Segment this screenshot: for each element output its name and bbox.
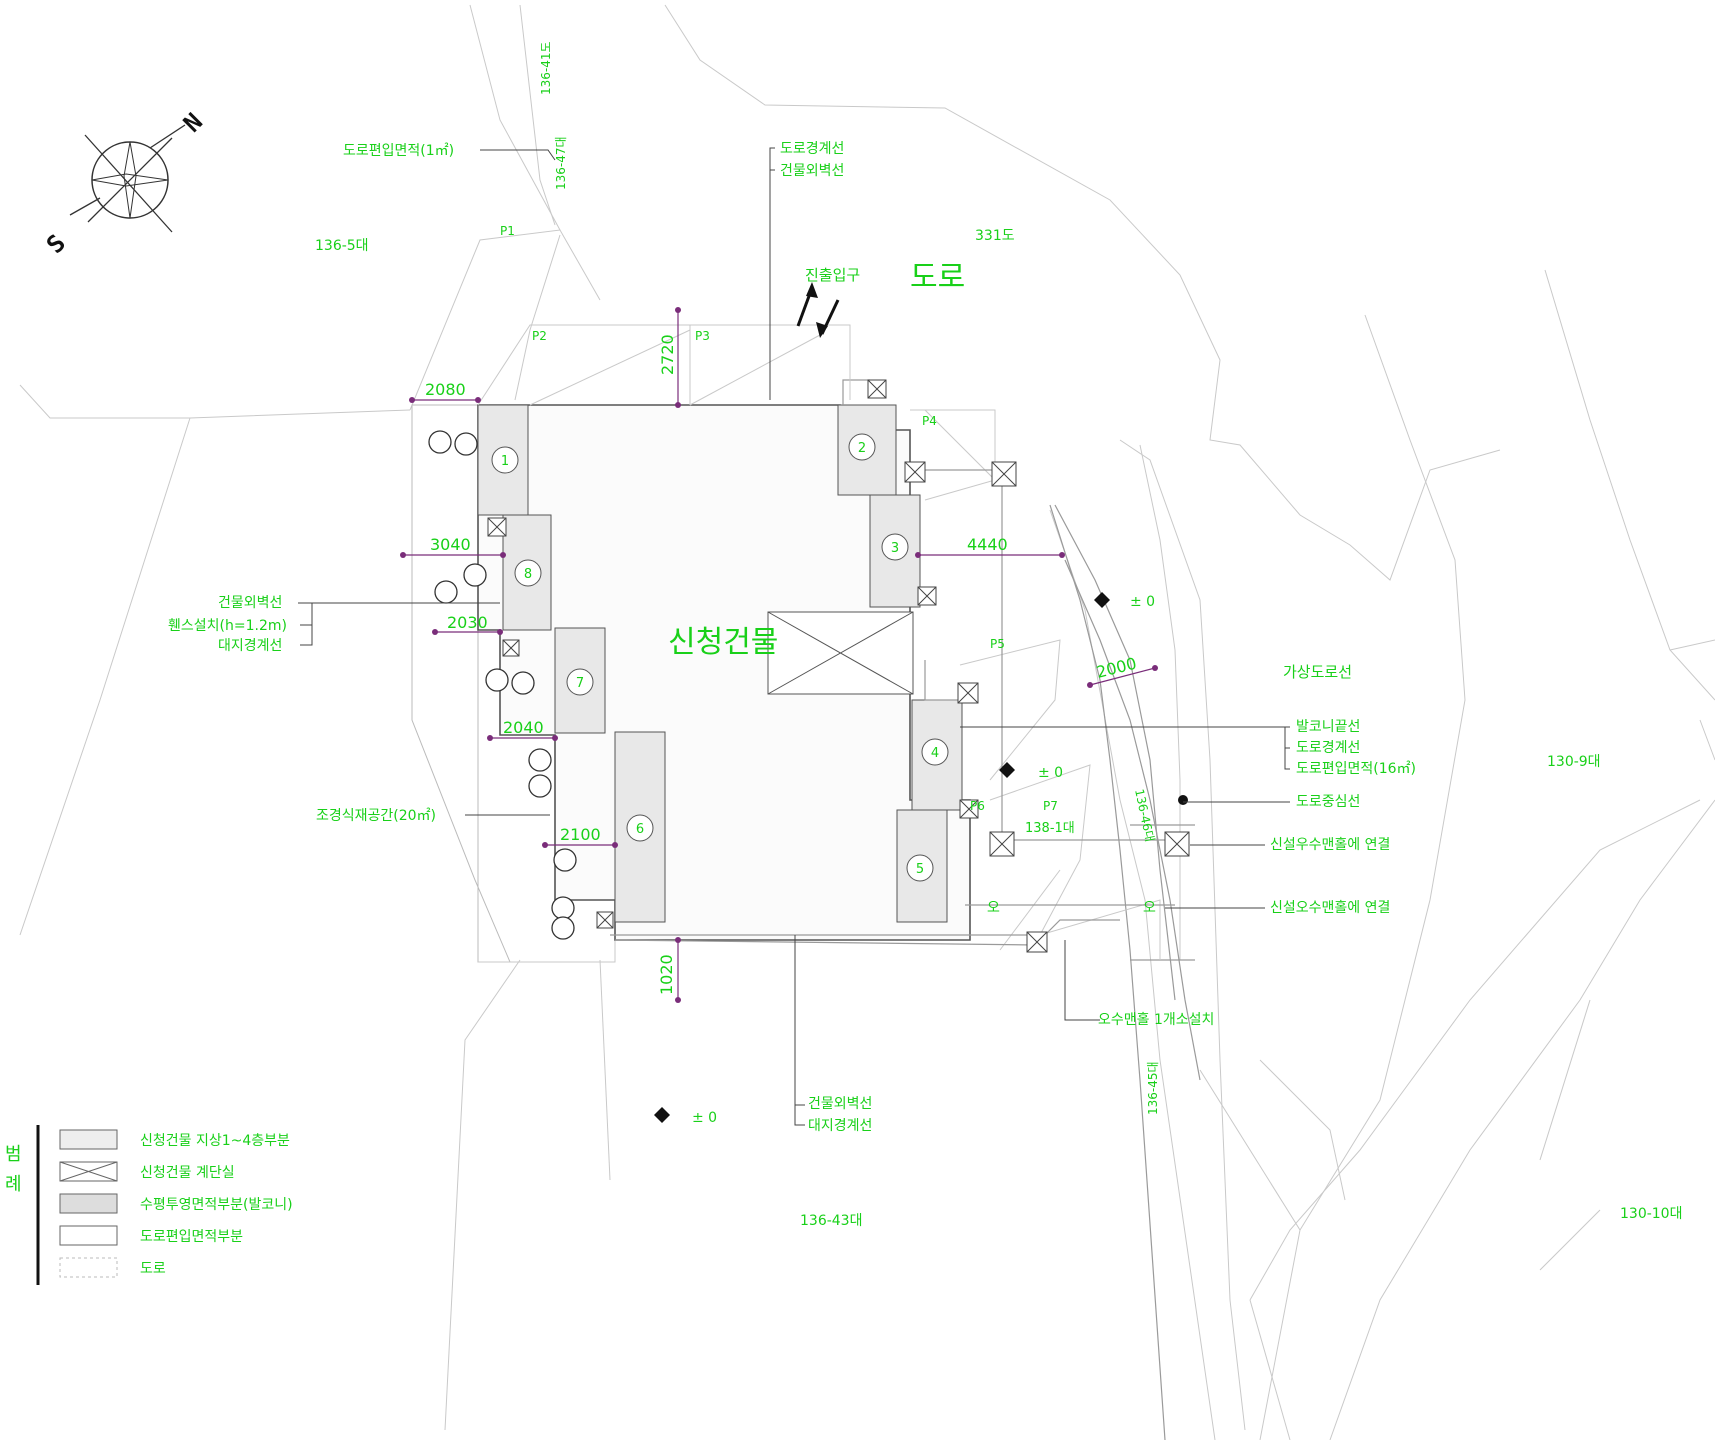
road-inclusion-label: 도로편입면적(16㎡): [1296, 761, 1416, 777]
road-lines: [1049, 504, 1201, 1440]
dimension-label: 2040: [503, 718, 544, 737]
room-number: 7: [576, 676, 584, 691]
patch-label: P2: [532, 329, 547, 343]
level-mark: ± 0: [692, 1110, 717, 1126]
dimension-label: 2080: [425, 380, 466, 399]
north-arrow-icon: N S: [41, 108, 208, 259]
building-label: 신청건물: [668, 625, 778, 660]
sewage-symbol: 오: [1143, 900, 1156, 916]
level-mark: ± 0: [1130, 594, 1155, 610]
room-number: 8: [524, 567, 532, 582]
room-numbers: 1 2 3 4 5 6 7 8: [501, 441, 939, 877]
road-center-label: 도로중심선: [1296, 794, 1360, 810]
legend-title: 례: [5, 1174, 22, 1195]
room-markers: [491, 433, 949, 882]
building-outer-label: 건물외벽선: [218, 595, 282, 611]
rain-connect-label: 신설우수맨홀에 연결: [1270, 837, 1390, 853]
room-number: 3: [891, 541, 899, 556]
room-number: 4: [931, 746, 939, 761]
road-boundary-label: 도로경계선: [780, 141, 844, 157]
main-labels: 도로 진출입구 신청건물 가상도로선 ± 0 ± 0 ± 0: [668, 260, 1352, 1126]
compass-south: S: [41, 229, 71, 259]
parcel-label: 138-1대: [1025, 821, 1075, 836]
building-outline: [477, 379, 971, 941]
dimension-label: 3040: [430, 535, 471, 554]
road-label: 도로: [910, 260, 965, 295]
parcel-label: 331도: [975, 228, 1015, 244]
leader-lines: [298, 147, 1290, 1126]
pipes: [610, 469, 1175, 946]
room-number: 1: [501, 454, 509, 469]
legend-swatch: [59, 1257, 118, 1278]
compass-north: N: [178, 108, 208, 138]
sewage-connect-label: 신설오수맨홀에 연결: [1270, 900, 1390, 916]
level-mark: ± 0: [1038, 765, 1063, 781]
patch-label: P5: [990, 637, 1005, 651]
site-boundary-label: 대지경계선: [808, 1118, 872, 1134]
patch-labels: P1 P2 P3 P4 P5 P6 P7: [500, 224, 1058, 813]
legend-item: 수평투영면적부분(발코니): [140, 1197, 293, 1213]
legend-item: 신청건물 지상1~4층부분: [140, 1133, 290, 1149]
legend-item: 도로: [140, 1261, 166, 1277]
tree-icons: [428, 430, 577, 940]
patch-label: P4: [922, 414, 937, 428]
road-inclusion-label: 도로편입면적(1㎡): [343, 143, 454, 159]
building-outer-label: 건물외벽선: [808, 1096, 872, 1112]
patch-label: P6: [970, 799, 985, 813]
sewage-symbol: 오: [987, 900, 1000, 916]
legend-swatch: [59, 1225, 118, 1246]
legend-swatch: [59, 1129, 118, 1150]
annotation-labels: 도로편입면적(1㎡) 도로경계선 건물외벽선 건물외벽선 휀스설치(h=1.2m…: [168, 141, 1416, 1134]
manhole-icons: [487, 379, 1190, 953]
parcel-label: 136-43대: [800, 1213, 862, 1229]
dimension-label: 4440: [967, 535, 1008, 554]
parcel-label: 130-9대: [1547, 754, 1601, 770]
dimension-label: 2720: [658, 334, 677, 375]
legend-item: 신청건물 계단실: [140, 1165, 235, 1181]
entrance-label: 진출입구: [805, 266, 860, 284]
parcel-label: 130-10대: [1620, 1206, 1682, 1222]
parcel-label: 136-41도: [539, 41, 553, 95]
dimension-label: 2100: [560, 825, 601, 844]
legend: 범 례 신청건물 지상1~4층부분 신청건물 계단실 수평투영면적부분(발코니)…: [5, 1125, 293, 1285]
fence-label: 휀스설치(h=1.2m): [168, 618, 287, 634]
landscape-label: 조경식재공간(20㎡): [316, 808, 436, 824]
site-boundary-label: 대지경계선: [218, 638, 282, 654]
balcony-line-label: 발코니끝선: [1296, 719, 1360, 735]
level-mark-icons: [654, 592, 1110, 1123]
entrance-arrows-icon: [796, 282, 840, 338]
parcel-label: 136-45대: [1146, 1061, 1160, 1115]
legend-swatch: [59, 1193, 118, 1214]
legend-item: 도로편입면적부분: [140, 1229, 243, 1245]
road-boundary-label: 도로경계선: [1296, 740, 1360, 756]
room-number: 5: [916, 862, 924, 877]
parcel-label: 136-5대: [315, 238, 369, 254]
patch-label: P7: [1043, 799, 1058, 813]
parcel-label: 136-47대: [554, 136, 568, 190]
room-number: 6: [636, 822, 644, 837]
room-number: 2: [858, 441, 866, 456]
legend-title: 범: [5, 1144, 22, 1165]
dimension-label: 2030: [447, 613, 488, 632]
dimension-label: 1020: [657, 954, 676, 995]
building-outer-label: 건물외벽선: [780, 163, 844, 179]
sewage-manhole-label: 오수맨홀 1개소설치: [1098, 1012, 1214, 1028]
dimension-lines: [400, 307, 1188, 1003]
patch-label: P1: [500, 224, 515, 238]
patch-label: P3: [695, 329, 710, 343]
virtual-road-label: 가상도로선: [1283, 663, 1352, 681]
road-inclusion-patches: [477, 324, 1161, 960]
